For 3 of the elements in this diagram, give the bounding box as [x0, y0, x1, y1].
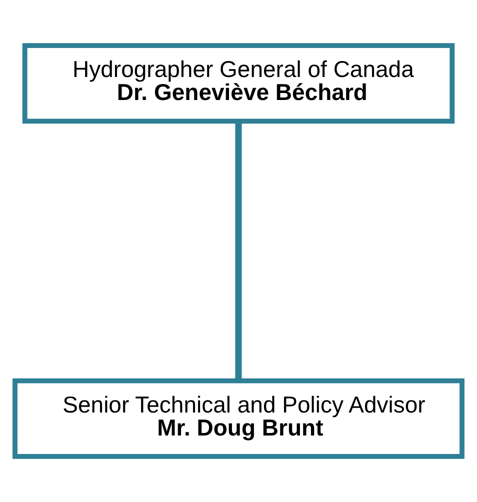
connector [235, 121, 242, 380]
node-box: Hydrographer General of Canada Dr. Geneviève Béchard [22, 43, 455, 124]
node-box: Senior Technical and Policy Advisor Mr. Doug Brunt [12, 378, 464, 459]
